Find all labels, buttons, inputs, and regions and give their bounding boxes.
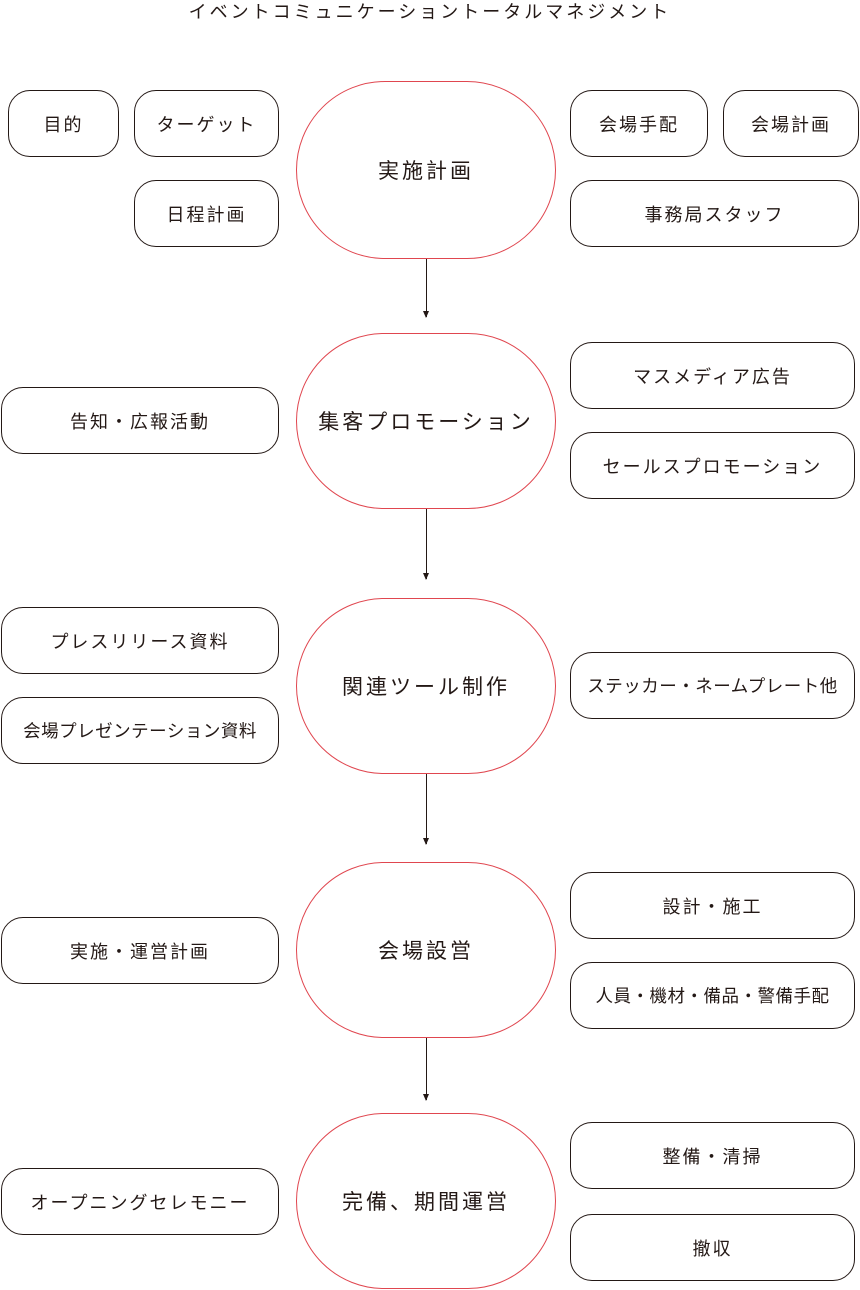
stage-2-node: 集客プロモーション xyxy=(296,333,556,509)
stage5-right-item-2: 撤収 xyxy=(570,1214,855,1281)
stage2-right-item-2: セールスプロモーション xyxy=(570,432,855,499)
stage4-right-item-1: 設計・施工 xyxy=(570,872,855,939)
stage3-left-item-2: 会場プレゼンテーション資料 xyxy=(1,697,279,764)
diagram-title: イベントコミュニケーショントータルマネジメント xyxy=(188,2,672,23)
flow-arrow-3 xyxy=(423,774,429,845)
stage5-right-item-1: 整備・清掃 xyxy=(570,1122,855,1189)
stage1-right-item-2: 会場計画 xyxy=(723,90,859,157)
stage-3-node: 関連ツール制作 xyxy=(296,598,556,774)
stage2-left-item-1: 告知・広報活動 xyxy=(1,387,279,454)
stage-1-node: 実施計画 xyxy=(296,81,556,259)
stage1-right-item-1: 会場手配 xyxy=(570,90,708,157)
stage1-right-item-3: 事務局スタッフ xyxy=(570,180,859,247)
stage4-right-item-2: 人員・機材・備品・警備手配 xyxy=(570,962,855,1029)
flow-arrow-2 xyxy=(423,509,429,580)
stage5-left-item-1: オープニングセレモニー xyxy=(1,1168,279,1235)
stage3-left-item-1: プレスリリース資料 xyxy=(1,607,279,674)
flow-arrow-1 xyxy=(423,259,429,318)
stage1-left-item-3: 日程計画 xyxy=(134,180,279,247)
stage1-left-item-2: ターゲット xyxy=(134,90,279,157)
stage4-left-item-1: 実施・運営計画 xyxy=(1,917,279,984)
flow-arrow-4 xyxy=(423,1038,429,1101)
stage-5-node: 完備、期間運営 xyxy=(296,1113,556,1289)
stage3-right-item-1: ステッカー・ネームプレート他 xyxy=(570,652,855,719)
stage2-right-item-1: マスメディア広告 xyxy=(570,342,855,409)
stage-4-node: 会場設営 xyxy=(296,862,556,1038)
stage1-left-item-1: 目的 xyxy=(8,90,119,157)
